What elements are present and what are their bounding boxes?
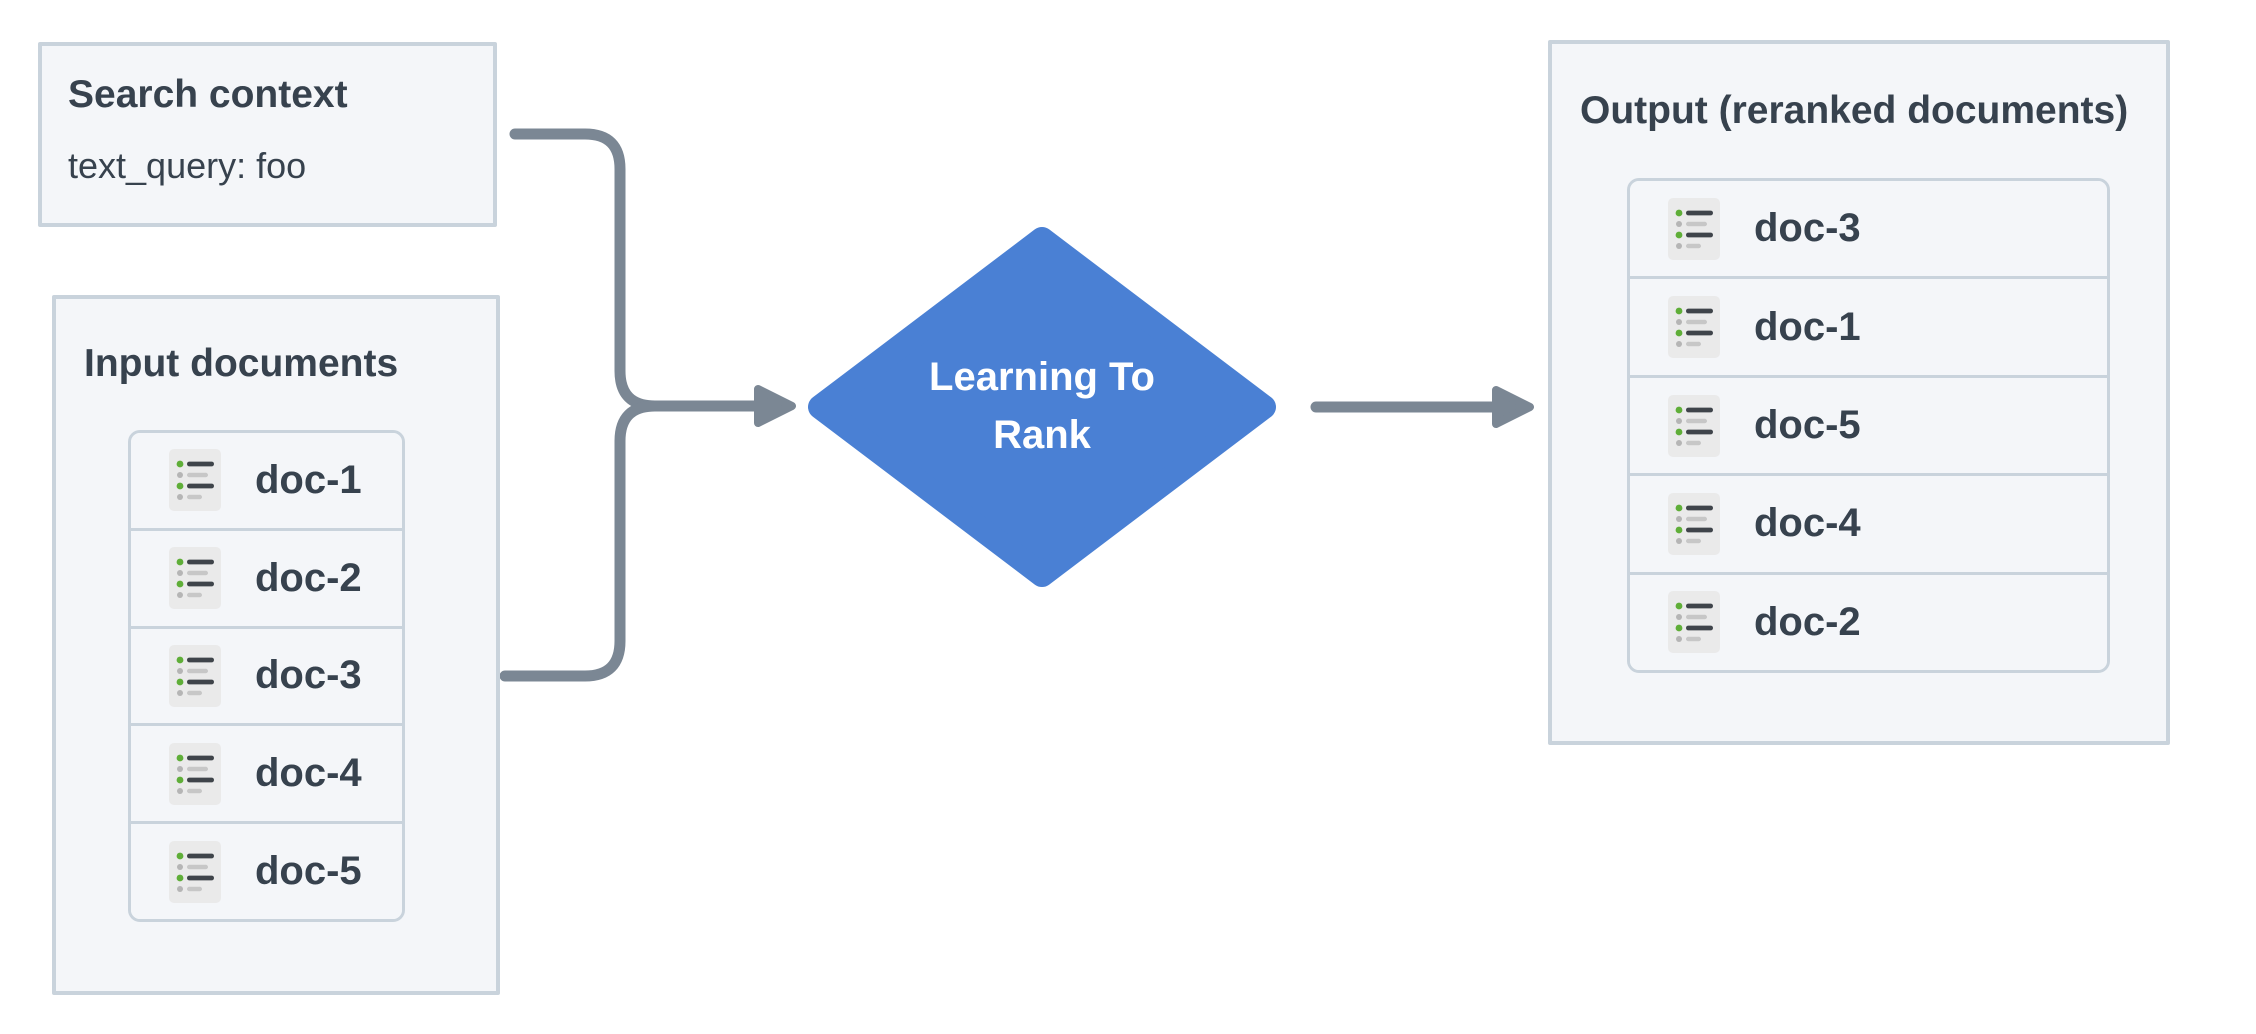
document-card: doc-1 <box>131 433 402 528</box>
doc-list-icon <box>1668 296 1720 359</box>
document-card-label: doc-5 <box>255 849 362 894</box>
doc-list-icon <box>169 547 221 610</box>
doc-list-icon <box>169 449 221 512</box>
output-documents-title: Output (reranked documents) <box>1580 89 2129 132</box>
document-card: doc-3 <box>131 625 402 724</box>
document-card-label: doc-1 <box>255 457 362 502</box>
input-documents-list: doc-1 doc-2 doc-3 doc-4 doc-5 <box>128 430 405 922</box>
input-documents-title: Input documents <box>84 342 399 385</box>
doc-list-icon <box>1668 492 1720 555</box>
document-card: doc-5 <box>131 821 402 919</box>
arrow-from-input-documents <box>499 400 661 682</box>
document-card: doc-2 <box>1630 571 2107 670</box>
doc-list-icon <box>1668 394 1720 457</box>
document-card: doc-4 <box>131 723 402 822</box>
output-documents-list: doc-3 doc-1 doc-5 doc-4 doc-2 <box>1627 178 2110 673</box>
document-card: doc-3 <box>1630 181 2107 277</box>
document-card-label: doc-4 <box>255 751 362 796</box>
arrowhead-into-output <box>1492 386 1534 428</box>
document-card-label: doc-2 <box>1754 599 1861 644</box>
arrow-from-search-context <box>509 128 762 412</box>
search-context-title: Search context <box>68 73 348 116</box>
doc-list-icon <box>169 644 221 707</box>
arrowhead-into-diamond <box>754 385 796 427</box>
ltr-diamond-label: Learning To Rank <box>929 355 1155 457</box>
document-card-label: doc-3 <box>1754 206 1861 251</box>
doc-list-icon <box>1668 591 1720 654</box>
document-card-label: doc-4 <box>1754 501 1861 546</box>
document-card-label: doc-5 <box>1754 403 1861 448</box>
document-card-label: doc-2 <box>255 555 362 600</box>
doc-list-icon <box>1668 197 1720 260</box>
document-card: doc-4 <box>1630 473 2107 572</box>
search-context-query-text: text_query: foo <box>68 144 307 186</box>
document-card: doc-1 <box>1630 276 2107 375</box>
document-card-label: doc-1 <box>1754 304 1861 349</box>
search-context-box: Search context text_query: foo <box>38 42 497 227</box>
document-card-label: doc-3 <box>255 653 362 698</box>
document-card: doc-5 <box>1630 374 2107 474</box>
document-card: doc-2 <box>131 527 402 626</box>
doc-list-icon <box>169 840 221 903</box>
doc-list-icon <box>169 742 221 805</box>
